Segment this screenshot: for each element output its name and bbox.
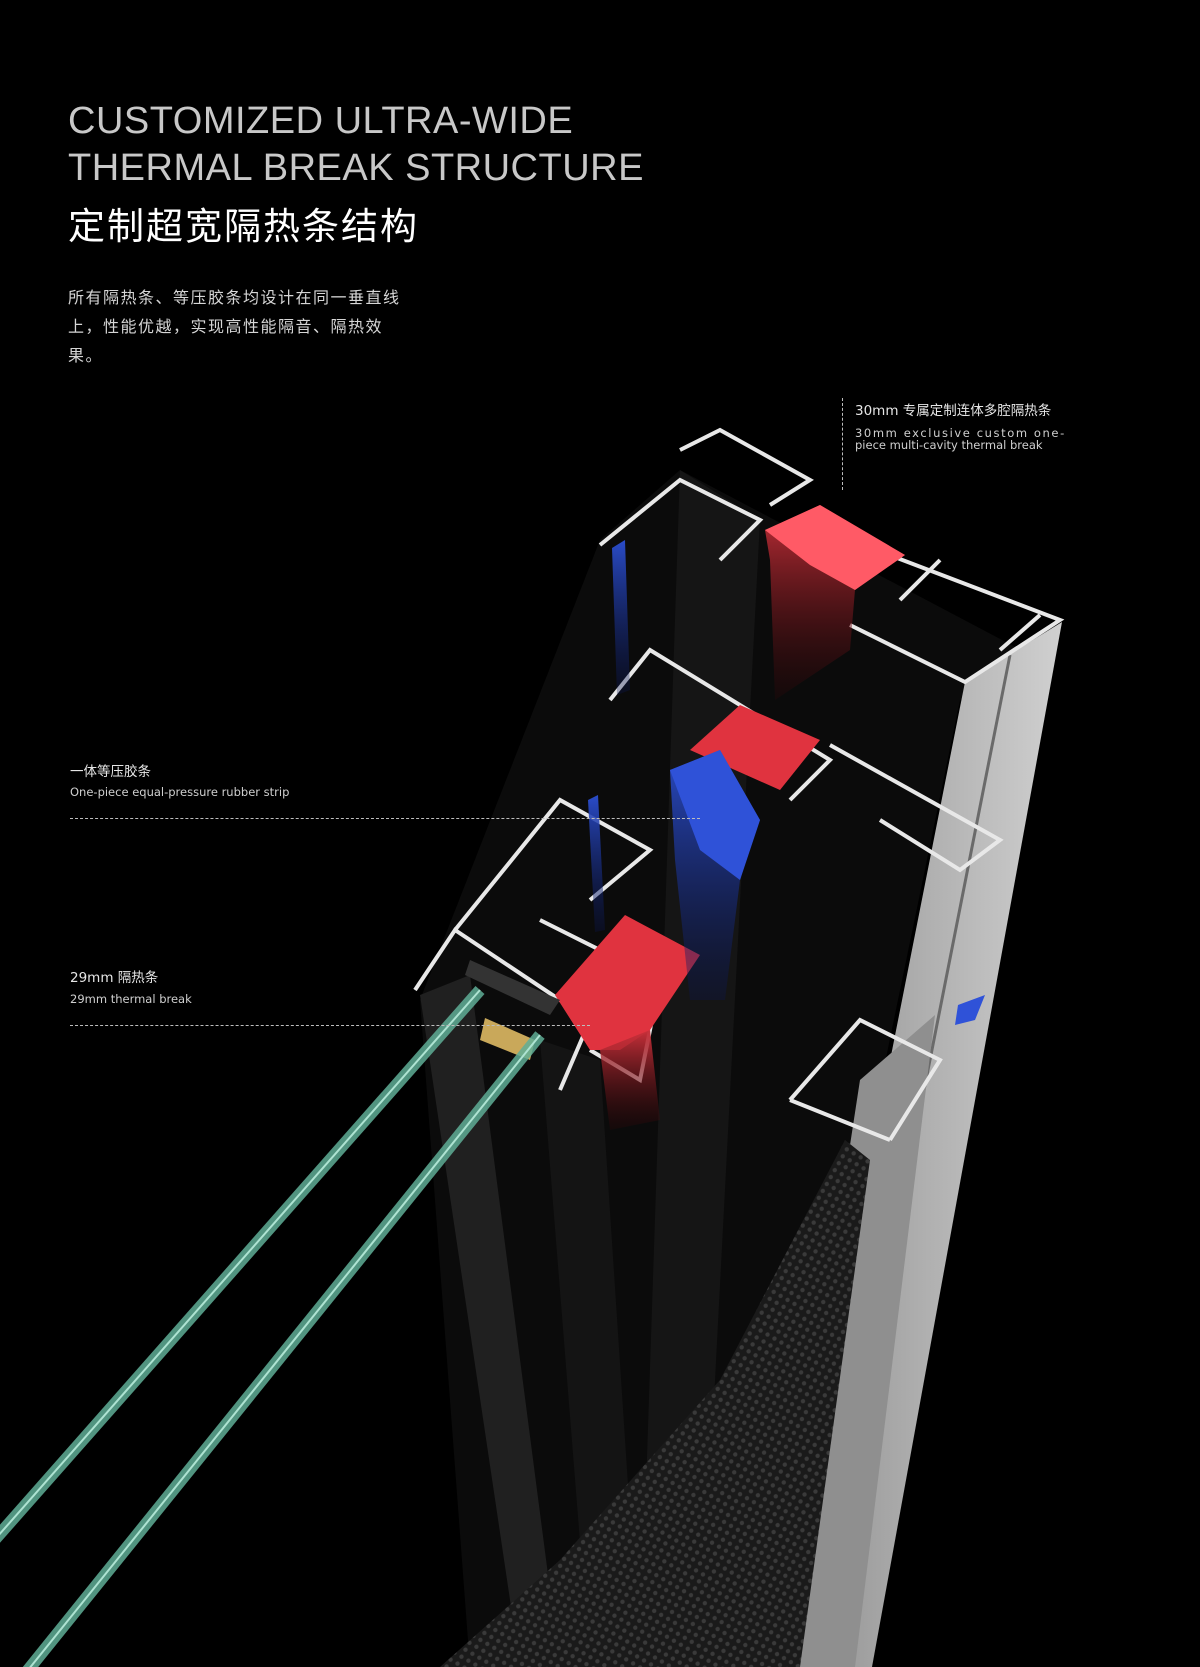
title-en-line1: CUSTOMIZED ULTRA-WIDE (68, 100, 574, 142)
rubber-strip-main-face (670, 750, 760, 880)
title-cn: 定制超宽隔热条结构 (68, 205, 419, 248)
description: 所有隔热条、等压胶条均设计在同一垂直线上，性能优越，实现高性能隔音、隔热效果。 (68, 288, 401, 365)
rubber-strip-left (612, 540, 630, 695)
title-en-line2: THERMAL BREAK STRUCTURE (68, 147, 644, 189)
callout-leader-line (70, 818, 700, 819)
callout-thermal-break-29-cn: 29mm 隔热条 (70, 970, 159, 986)
callout-thermal-break-30-cn: 30mm 专属定制连体多腔隔热条 (855, 403, 1052, 419)
callout-rubber-strip-en: One-piece equal-pressure rubber strip (70, 785, 290, 799)
thermal-break-bottom-side (600, 1030, 660, 1130)
thermal-break-bottom (555, 915, 700, 1050)
callout-rubber-strip-cn: 一体等压胶条 (70, 764, 151, 780)
glass-pane-outer (0, 986, 485, 1543)
insect-mesh (440, 1140, 870, 1667)
glass-pane-inner-edge (29, 1034, 541, 1667)
callout-leader-line (70, 1025, 590, 1026)
thermal-break-middle (690, 705, 820, 790)
rubber-strip-right (955, 995, 985, 1025)
callout-thermal-break-30-en1: 30mm exclusive custom one- (855, 426, 1066, 440)
callout-thermal-break-30-en2: piece multi-cavity thermal break (855, 438, 1043, 452)
glass-pane-outer-edge (0, 989, 481, 1536)
rubber-strip-left (588, 795, 605, 932)
callout-thermal-break-29-en: 29mm thermal break (70, 992, 192, 1006)
thermal-break-top-face (765, 505, 905, 590)
gasket (465, 960, 560, 1015)
callout-leader-line (842, 398, 843, 490)
